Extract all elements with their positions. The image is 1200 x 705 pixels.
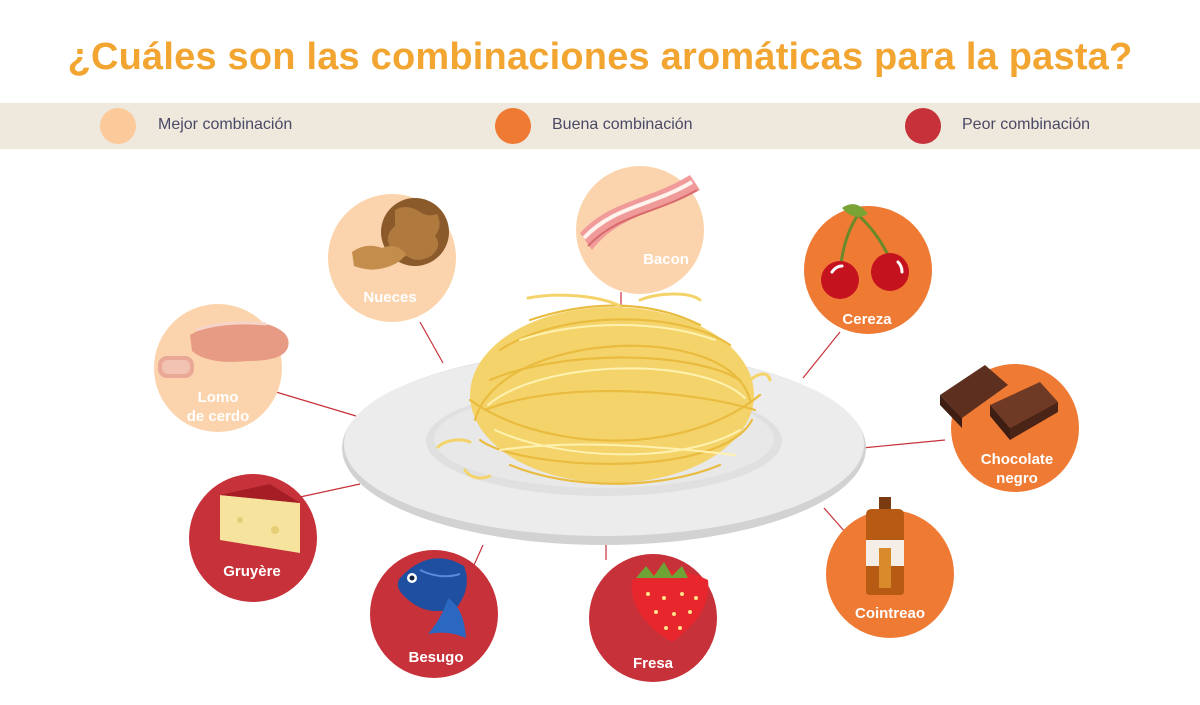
- chocolate-icon: [940, 365, 1058, 440]
- item-chocolate-negro: [940, 364, 1079, 492]
- item-lomo-de-cerdo: [154, 304, 289, 432]
- pork-loin-icon: [158, 321, 289, 378]
- label-cereza: Cereza: [842, 311, 892, 328]
- label-besugo: Besugo: [408, 649, 464, 666]
- item-gruyere: [189, 474, 317, 602]
- item-fresa: [589, 554, 717, 682]
- strawberry-icon: [631, 562, 709, 642]
- label-fresa: Fresa: [632, 655, 674, 672]
- item-cereza: [804, 204, 932, 334]
- spaghetti: [436, 292, 772, 485]
- legend-good-swatch: [495, 108, 531, 144]
- legend: Mejor combinación Buena combinación Peor…: [0, 103, 1200, 149]
- item-nueces: [328, 194, 456, 322]
- legend-good-label: Buena combinación: [552, 116, 693, 133]
- label-bacon: Bacon: [643, 251, 689, 268]
- bacon-icon: [580, 175, 700, 250]
- legend-best-label: Mejor combinación: [158, 116, 293, 133]
- legend-best-swatch: [100, 108, 136, 144]
- legend-worst-label: Peor combinación: [962, 116, 1091, 133]
- label-gruyere: Gruyère: [223, 563, 281, 580]
- item-bacon: [576, 166, 704, 294]
- label-cointreao: Cointreao: [854, 605, 925, 622]
- walnut-icon: [352, 198, 449, 270]
- label-nueces: Nueces: [363, 289, 417, 306]
- page-title: ¿Cuáles son las combinaciones aromáticas…: [67, 36, 1133, 78]
- item-cointreao: [826, 497, 954, 638]
- cheese-icon: [220, 484, 300, 553]
- fish-icon: [397, 558, 467, 638]
- cherry-icon: [821, 204, 909, 299]
- bottle-icon: [866, 497, 904, 595]
- legend-worst-swatch: [905, 108, 941, 144]
- item-besugo: [370, 550, 498, 678]
